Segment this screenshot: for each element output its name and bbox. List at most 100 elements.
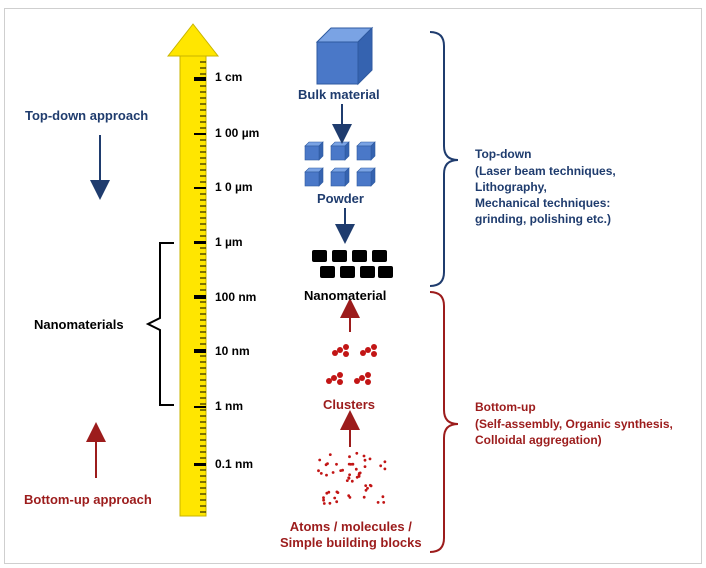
atom-particle	[345, 479, 349, 482]
cluster-particle	[331, 375, 337, 381]
cluster-particle	[359, 375, 365, 381]
scale-label-100um: 1 00 µm	[215, 126, 260, 140]
atom-particle	[325, 473, 328, 477]
cluster-particle	[343, 344, 349, 350]
atom-particle	[322, 498, 325, 502]
cluster-particle	[337, 372, 343, 378]
nano-block	[320, 266, 335, 278]
atom-particle	[362, 454, 366, 458]
powder-cube	[356, 167, 376, 187]
atom-particle	[354, 467, 358, 471]
powder-label: Powder	[317, 191, 364, 206]
clusters-particles-icon	[326, 344, 377, 385]
clusters-label: Clusters	[323, 397, 376, 412]
atom-particle	[319, 472, 323, 475]
atom-particle	[350, 479, 354, 483]
cluster-particle	[371, 344, 377, 350]
powder-cubes-icon	[304, 141, 376, 187]
nano-block	[360, 266, 375, 278]
bottom-up-methods: (Self-assembly, Organic synthesis, Collo…	[475, 417, 673, 447]
atom-particle	[362, 495, 366, 499]
cluster-particle	[371, 351, 377, 357]
nano-block	[332, 250, 347, 262]
atoms-particles-icon	[317, 451, 387, 505]
cluster-particle	[343, 351, 349, 357]
atom-particle	[364, 488, 368, 492]
powder-cube	[304, 167, 324, 187]
cluster-particle	[337, 379, 343, 385]
atom-particle	[335, 490, 339, 494]
atom-particle	[326, 462, 329, 465]
top-down-methods: (Laser beam techniques, Lithography, Mec…	[475, 164, 616, 226]
nano-block	[372, 250, 387, 262]
scale-label-10nm: 10 nm	[215, 344, 250, 358]
cluster-particle	[332, 350, 338, 356]
scale-label-100nm: 100 nm	[215, 290, 257, 304]
powder-cube	[304, 141, 324, 161]
cluster-particle	[326, 378, 332, 384]
atom-particle	[363, 465, 367, 468]
scale-label-10um: 1 0 µm	[215, 180, 253, 194]
atom-particle	[322, 502, 326, 505]
atom-particle	[348, 455, 351, 459]
bulk-material-label: Bulk material	[298, 87, 380, 102]
size-ruler	[166, 23, 220, 517]
atom-particle	[363, 458, 367, 462]
nanomaterials-range-bracket	[145, 242, 174, 406]
cluster-particle	[365, 379, 371, 385]
atom-particle	[355, 451, 359, 455]
atom-particle	[351, 462, 355, 466]
powder-cube	[330, 167, 350, 187]
nano-block	[340, 266, 355, 278]
scale-label-1cm: 1 cm	[215, 70, 243, 84]
atom-particle	[368, 457, 372, 461]
cluster-particle	[337, 347, 343, 353]
nano-block	[352, 250, 367, 262]
scale-label-1um: 1 µm	[215, 235, 243, 249]
nano-block	[312, 250, 327, 262]
atom-particle	[333, 496, 337, 500]
nanomaterial-blocks-icon	[312, 250, 393, 278]
atom-particle	[383, 460, 387, 464]
atom-particle	[368, 483, 372, 487]
atom-particle	[364, 484, 368, 487]
nanomaterial-label: Nanomaterial	[304, 288, 387, 303]
scale-label-0-1nm: 0.1 nm	[215, 457, 254, 471]
cluster-particle	[365, 372, 371, 378]
powder-cube	[330, 141, 350, 161]
atom-particle	[348, 473, 351, 477]
atom-particle	[328, 501, 332, 505]
atom-particle	[325, 491, 329, 495]
powder-cube	[356, 141, 376, 161]
atom-particle	[376, 501, 380, 504]
atom-particle	[335, 500, 339, 504]
atom-particle	[339, 469, 343, 472]
nanomaterials-label: Nanomaterials	[34, 317, 124, 332]
bottom-up-bracket	[429, 291, 459, 553]
atom-particle	[349, 462, 353, 466]
cluster-particle	[365, 347, 371, 353]
atom-particle	[379, 464, 383, 468]
atom-particle	[383, 467, 387, 471]
atom-particle	[317, 469, 320, 473]
cluster-particle	[354, 378, 360, 384]
ruler-ticks	[194, 61, 206, 513]
bulk-material-cube-icon	[315, 26, 374, 86]
atom-particle	[335, 462, 338, 466]
atom-particle	[348, 496, 352, 499]
atom-particle	[331, 471, 335, 474]
figure-frame	[4, 8, 702, 564]
atom-particle	[347, 476, 351, 480]
ruler-body	[179, 55, 207, 517]
atom-particle	[366, 486, 369, 490]
cluster-particle	[360, 350, 366, 356]
top-down-heading: Top-down	[475, 147, 532, 161]
atom-particle	[322, 496, 325, 500]
atom-particle	[382, 501, 386, 504]
ruler-arrow-head	[166, 23, 220, 57]
top-down-bracket	[429, 31, 459, 287]
atom-particle	[381, 495, 385, 499]
atom-particle	[357, 475, 361, 478]
